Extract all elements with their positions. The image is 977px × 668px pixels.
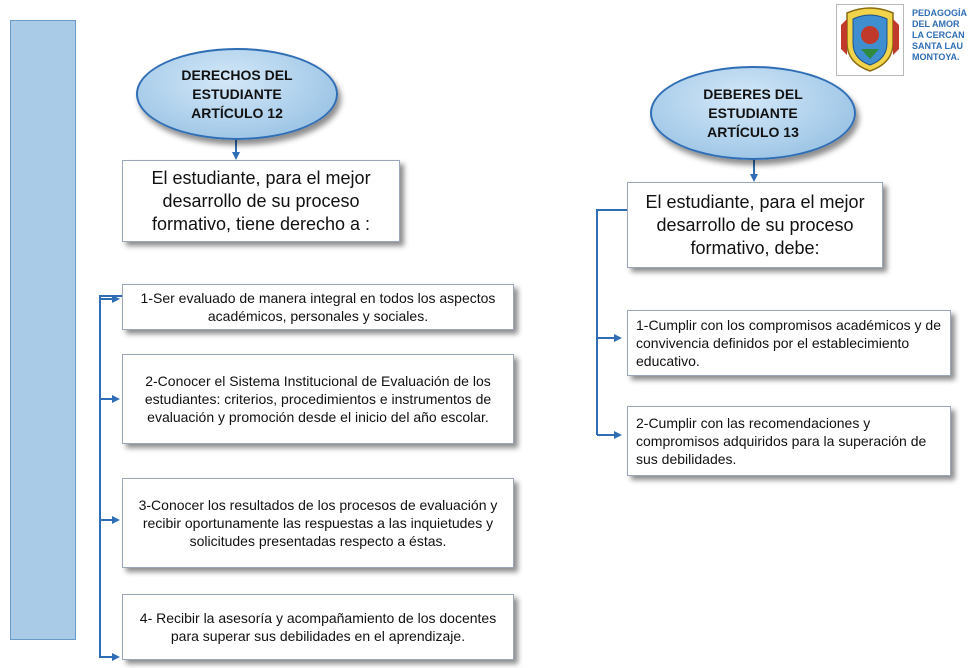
duties-item-2: 2-Cumplir con las recomendaciones y comp… (627, 406, 951, 476)
logo-motto-line: DEL AMOR (912, 19, 960, 29)
duties-item-1: 1-Cumplir con los compromisos académicos… (627, 310, 951, 376)
logo-motto-line: MONTOYA. (912, 52, 960, 62)
duties-intro-box: El estudiante, para el mejor desarrollo … (627, 182, 883, 268)
rights-item-4: 4- Recibir la asesoría y acompañamiento … (122, 594, 514, 660)
rights-item-2: 2-Conocer el Sistema Institucional de Ev… (122, 354, 514, 444)
sidebar-panel (10, 20, 76, 640)
crest-icon (841, 7, 899, 72)
logo-motto-line: LA CERCAN (912, 30, 965, 40)
duties-title-ellipse: DEBERES DEL ESTUDIANTE ARTÍCULO 13 (650, 66, 856, 160)
logo-motto-line: SANTA LAU (912, 41, 963, 51)
rights-intro-box: El estudiante, para el mejor desarrollo … (122, 160, 400, 242)
rights-title-ellipse: DERECHOS DEL ESTUDIANTE ARTÍCULO 12 (136, 48, 338, 140)
rights-item-1: 1-Ser evaluado de manera integral en tod… (122, 284, 514, 330)
logo-motto: PEDAGOGÍA DEL AMOR LA CERCAN SANTA LAU M… (912, 8, 977, 63)
rights-item-3: 3-Conocer los resultados de los procesos… (122, 478, 514, 568)
logo-motto-line: PEDAGOGÍA (912, 8, 968, 18)
school-crest-logo (836, 4, 904, 76)
